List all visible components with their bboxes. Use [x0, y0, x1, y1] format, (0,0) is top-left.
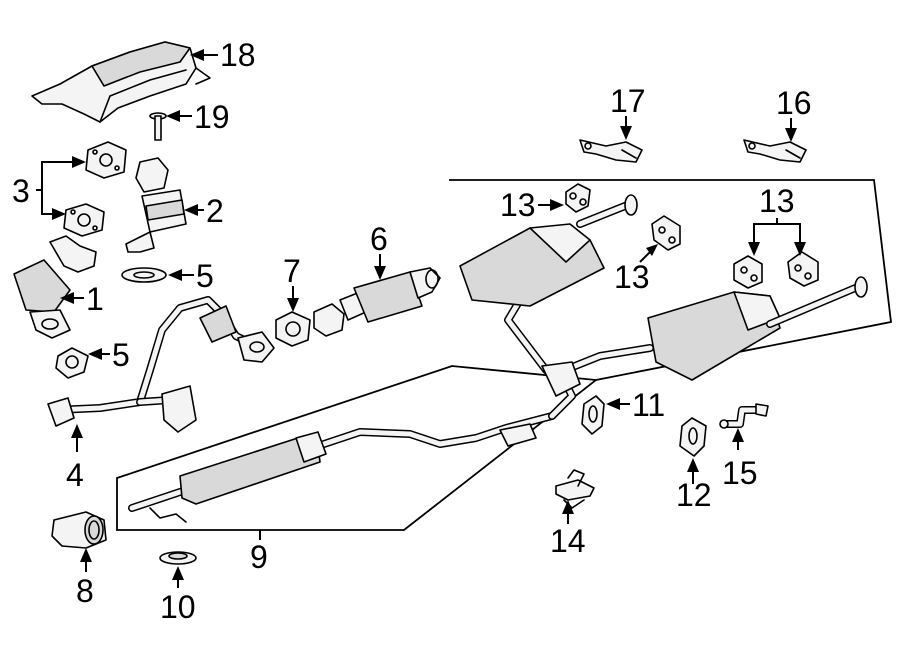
callout-10: 10	[160, 589, 196, 625]
callout-5-upper: 5	[196, 258, 214, 294]
callout-8: 8	[76, 573, 94, 609]
callout-18-leader	[190, 49, 218, 61]
exhaust-tip-part	[51, 511, 107, 549]
callout-9: 9	[250, 539, 268, 575]
callout-13-b: 13	[614, 259, 650, 295]
flange-gasket-upper-part	[121, 267, 167, 283]
callout-17-leader	[620, 116, 632, 140]
hanger-insulator-c-part	[733, 255, 763, 289]
callout-3-bracket	[36, 156, 86, 220]
bolt-part	[149, 112, 167, 141]
catalytic-converter-upper-part	[125, 157, 187, 253]
front-pipe-part	[47, 296, 275, 433]
callout-15-leader	[732, 428, 744, 450]
callout-14-leader	[562, 500, 574, 524]
callout-11-leader	[606, 398, 630, 410]
callout-19: 19	[194, 99, 230, 135]
callout-15: 15	[722, 455, 758, 491]
hanger-insulator-a-part	[565, 183, 591, 213]
callout-13-a: 13	[500, 187, 536, 223]
callout-13-c-bracket	[748, 218, 806, 256]
callout-6-leader	[374, 254, 386, 280]
callout-7-leader	[287, 286, 299, 312]
callout-19-leader	[166, 110, 192, 122]
callout-11: 11	[632, 387, 665, 423]
callout-12-leader	[687, 458, 699, 484]
group-box-rear	[449, 179, 892, 381]
rear-bracket-left-part	[579, 139, 643, 163]
catalytic-converter-lower-part	[13, 235, 97, 339]
rear-muffler-assembly-part	[459, 194, 868, 420]
callout-2: 2	[206, 193, 224, 229]
callout-5-upper-leader	[168, 269, 194, 281]
callout-14: 14	[550, 523, 586, 559]
rear-bracket-right-part	[743, 139, 807, 163]
callout-16: 16	[776, 85, 812, 121]
heat-shield-part	[31, 41, 211, 123]
gasket-upper-part	[85, 141, 127, 179]
callout-6: 6	[370, 221, 388, 257]
callout-13-a-leader	[538, 199, 564, 211]
rear-insulator-part	[679, 417, 707, 457]
callout-13-b-leader	[639, 244, 658, 263]
callout-4-leader	[71, 424, 83, 452]
callout-7: 7	[283, 253, 301, 289]
callout-18: 18	[220, 37, 256, 73]
callout-16-leader	[785, 118, 797, 142]
group-box-main	[116, 365, 599, 531]
callout-5-lower-leader	[88, 348, 110, 360]
callout-13-c: 13	[759, 183, 795, 219]
clamp-part	[555, 469, 595, 509]
hanger-rod-part	[719, 403, 769, 429]
callout-1: 1	[86, 281, 104, 317]
intermediate-pipe-part	[128, 412, 556, 523]
catalytic-converter-mid-part	[313, 267, 441, 337]
flange-gasket-lower-part	[55, 347, 89, 379]
callout-12: 12	[676, 477, 712, 513]
insulator-part	[581, 395, 605, 435]
callout-4: 4	[66, 457, 84, 493]
callout-10-leader	[172, 566, 184, 588]
callout-2-leader	[184, 204, 204, 216]
callout-1-leader	[60, 292, 84, 304]
grommet-part	[159, 551, 197, 565]
callout-17: 17	[610, 83, 646, 119]
callout-5-lower: 5	[112, 337, 130, 373]
hanger-insulator-d-part	[787, 251, 819, 287]
callout-3: 3	[12, 173, 30, 209]
hanger-insulator-b-part	[651, 215, 681, 251]
callout-8-leader	[80, 548, 92, 572]
gasket-lower-part	[63, 203, 105, 237]
flange-gasket-mid-part	[275, 311, 311, 347]
